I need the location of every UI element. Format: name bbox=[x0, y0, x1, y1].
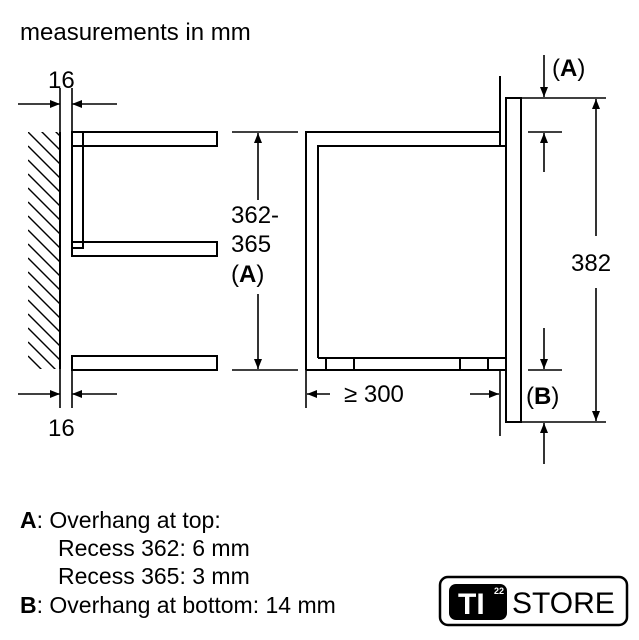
wall bbox=[28, 132, 61, 369]
overhang-bottom-label: (B) bbox=[526, 383, 559, 410]
dimension-side-top-label: 16 bbox=[48, 67, 75, 94]
legend: A: Overhang at top: Recess 362: 6 mm Rec… bbox=[20, 507, 336, 618]
dimension-depth-label: ≥ 300 bbox=[344, 381, 404, 408]
legend-a-line2: Recess 365: 3 mm bbox=[58, 563, 250, 589]
svg-text:TI: TI bbox=[458, 588, 485, 621]
appliance-feet bbox=[325, 357, 489, 371]
legend-a-line1: Recess 362: 6 mm bbox=[58, 535, 250, 561]
dimension-side-bottom bbox=[18, 369, 117, 408]
svg-text:STORE: STORE bbox=[512, 587, 615, 620]
dimension-depth bbox=[305, 370, 501, 436]
dimension-total-height bbox=[521, 97, 606, 423]
dimension-side-top bbox=[18, 88, 117, 132]
overhang-bottom-marker bbox=[528, 328, 562, 464]
svg-text:22: 22 bbox=[494, 586, 504, 596]
overhang-top-marker bbox=[528, 55, 562, 172]
overhang-top-label: (A) bbox=[552, 55, 585, 82]
dimension-recess-height-line3: (A) bbox=[231, 261, 264, 288]
legend-b-title: B: Overhang at bottom: 14 mm bbox=[20, 592, 336, 618]
dimension-side-bottom-label: 16 bbox=[48, 415, 75, 442]
dimension-recess-height-line2: 365 bbox=[231, 231, 271, 258]
appliance-body bbox=[305, 76, 506, 371]
front-panel bbox=[505, 97, 522, 423]
dimension-total-height-label: 382 bbox=[571, 250, 611, 277]
store-logo: TI 22 STORE bbox=[438, 575, 629, 627]
dimension-recess-height-line1: 362- bbox=[231, 202, 279, 229]
title: measurements in mm bbox=[20, 19, 251, 46]
dimension-recess-height bbox=[232, 131, 298, 371]
legend-a-title: A: Overhang at top: bbox=[20, 507, 221, 533]
cabinet-recess bbox=[71, 131, 218, 371]
